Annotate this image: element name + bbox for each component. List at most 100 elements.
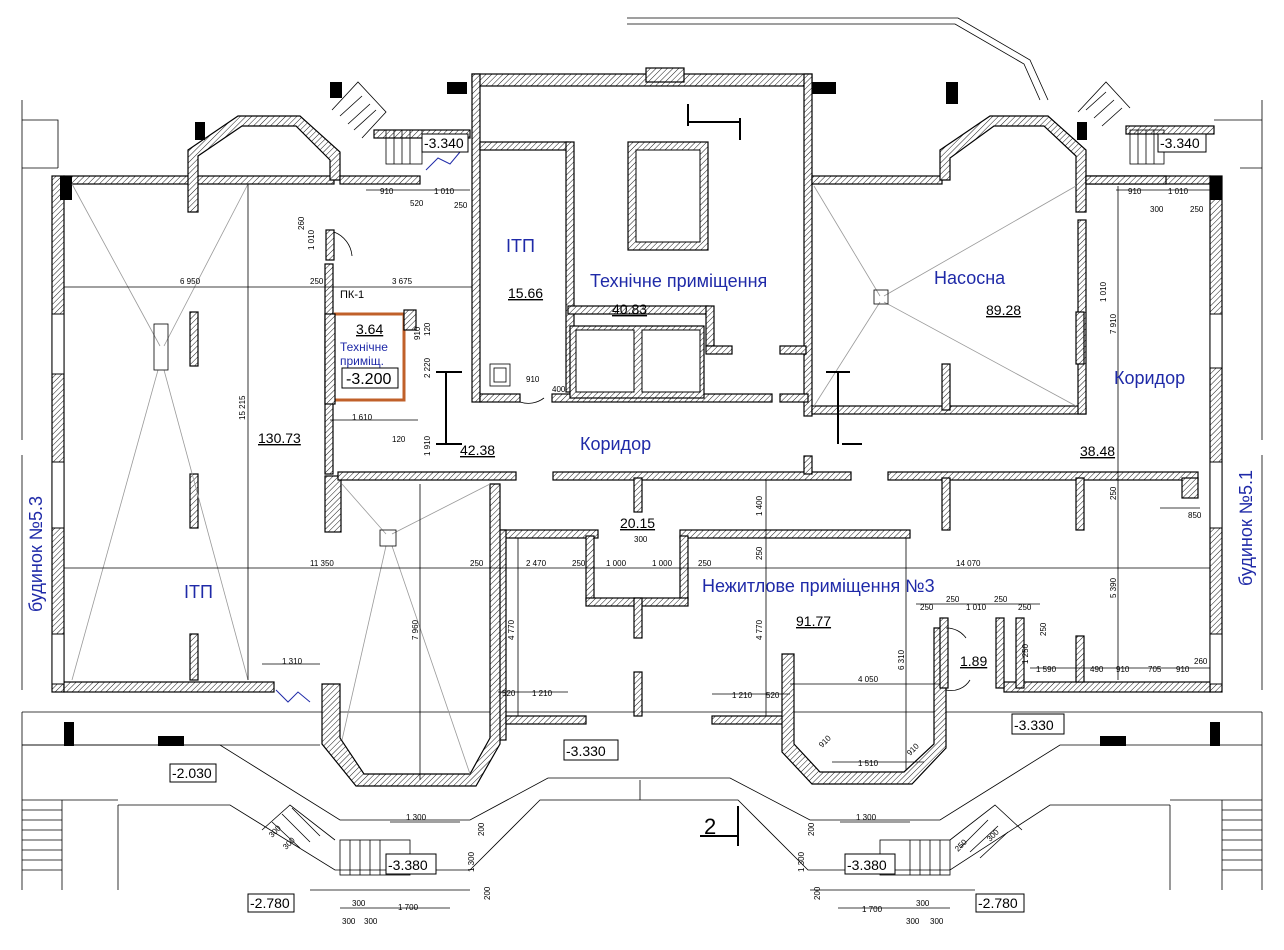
dim: 1 300 — [856, 813, 877, 822]
room-corridor-small-area: 20.15 — [620, 515, 655, 531]
dim: 1 010 — [434, 187, 455, 196]
dim: 7 960 — [411, 619, 420, 640]
dim: 120 — [423, 322, 432, 336]
dim: 1 700 — [862, 905, 883, 914]
level-bottom-center: -3.330 — [566, 743, 606, 759]
dim: 1 700 — [398, 903, 419, 912]
dim: 490 — [1090, 665, 1104, 674]
dim: 120 — [392, 435, 406, 444]
dim: 300 — [352, 899, 366, 908]
dim: 520 — [502, 689, 516, 698]
dim: 300 — [267, 823, 283, 839]
dim: 1 210 — [532, 689, 553, 698]
dim: 6 310 — [897, 649, 906, 670]
dim: 1 310 — [282, 657, 303, 666]
dim: 250 — [698, 559, 712, 568]
void-lines — [71, 183, 1119, 780]
room-pump-name: Насосна — [934, 268, 1006, 288]
dim: 910 — [1116, 665, 1130, 674]
dim: 1 300 — [467, 851, 476, 872]
dim: 1 610 — [352, 413, 373, 422]
dim: 910 — [817, 733, 833, 749]
room-itp-top-area: 15.66 — [508, 285, 543, 301]
dim: 910 — [380, 187, 394, 196]
dim: 250 — [1018, 603, 1032, 612]
dim: 250 — [454, 201, 468, 210]
level-stair-left: -3.380 — [388, 857, 428, 873]
dim: 300 — [916, 899, 930, 908]
level-markers: -3.340 -3.340 -3.330 -3.330 -2.030 -3.38… — [169, 133, 1207, 913]
room-tech-name: Технічне приміщення — [590, 271, 767, 291]
dim: 250 — [1190, 205, 1204, 214]
level-stair-right: -3.380 — [847, 857, 887, 873]
room-labels: ІТП 15.66 Технічне приміщення 40.83 Насо… — [184, 236, 1185, 669]
dim: 1 400 — [755, 495, 764, 516]
columns — [60, 82, 1222, 746]
dim: 1 510 — [858, 759, 879, 768]
dim: 300 — [906, 917, 920, 926]
dim: 250 — [946, 595, 960, 604]
section-mark-label: 2 — [704, 814, 716, 839]
dim: 4 770 — [507, 619, 516, 640]
dim: 4 770 — [755, 619, 764, 640]
dim: 250 — [755, 546, 764, 560]
dim: 910 — [413, 326, 422, 340]
dim: 1 300 — [797, 851, 806, 872]
dim: 3 675 — [392, 277, 413, 286]
dim: 300 — [634, 535, 648, 544]
stair-bottom-left — [261, 804, 411, 876]
dim: 910 — [1176, 665, 1190, 674]
dim: 300 — [364, 917, 378, 926]
level-top-left: -3.340 — [424, 135, 464, 151]
room-tech-small-area: 3.64 — [356, 321, 383, 337]
dim: 7 910 — [1109, 313, 1118, 334]
stair-bottom-right — [879, 804, 1023, 876]
dim: 1 010 — [966, 603, 987, 612]
steps-bottom-right — [1221, 800, 1262, 890]
room-corridor-center-area: 42.38 — [460, 442, 495, 458]
dim: 250 — [994, 595, 1008, 604]
dim: 260 — [1194, 657, 1208, 666]
room-tech-small-level: -3.200 — [346, 371, 391, 388]
dim: 250 — [1039, 622, 1048, 636]
walls — [51, 67, 1223, 787]
dim: 520 — [766, 691, 780, 700]
room-corridor-right-area: 38.48 — [1080, 443, 1115, 459]
stair-top-right — [1077, 81, 1165, 165]
dim: 1 000 — [606, 559, 627, 568]
dim: 250 — [310, 277, 324, 286]
dim: 5 390 — [1109, 577, 1118, 598]
dim: 2 470 — [526, 559, 547, 568]
dim: 1 300 — [406, 813, 427, 822]
dim: 15 215 — [238, 395, 247, 420]
room-nonresidential-area: 91.77 — [796, 613, 831, 629]
dim: 1 910 — [423, 435, 432, 456]
dim: 1 590 — [1036, 665, 1057, 674]
building-left-label: будинок №5.3 — [26, 496, 46, 612]
room-itp-left-area: 130.73 — [258, 430, 301, 446]
dim: 1 010 — [1099, 281, 1108, 302]
dim: 910 — [526, 375, 540, 384]
room-nonresidential-name: Нежитлове приміщення №3 — [702, 576, 935, 596]
dim: 300 — [1150, 205, 1164, 214]
doors — [275, 151, 971, 703]
dim: 200 — [477, 822, 486, 836]
dim: 11 350 — [310, 559, 334, 568]
dim: 1 000 — [652, 559, 673, 568]
dim: 520 — [410, 199, 424, 208]
level-corner-right: -2.780 — [978, 895, 1018, 911]
dim: 1 250 — [1021, 643, 1030, 664]
building-right-label: будинок №5.1 — [1236, 470, 1256, 586]
room-tech-small-tag: ПК-1 — [340, 289, 364, 301]
dim: 400 — [552, 385, 566, 394]
dim: 200 — [813, 886, 822, 900]
dim: 250 — [953, 837, 969, 853]
steps-bottom-left — [22, 800, 63, 890]
room-corridor-center-name: Коридор — [580, 434, 651, 454]
dim: 910 — [1128, 187, 1142, 196]
room-corridor-right-name: Коридор — [1114, 368, 1185, 388]
dim: 705 — [1148, 665, 1162, 674]
dim: 6 950 — [180, 277, 201, 286]
dim: 250 — [470, 559, 484, 568]
